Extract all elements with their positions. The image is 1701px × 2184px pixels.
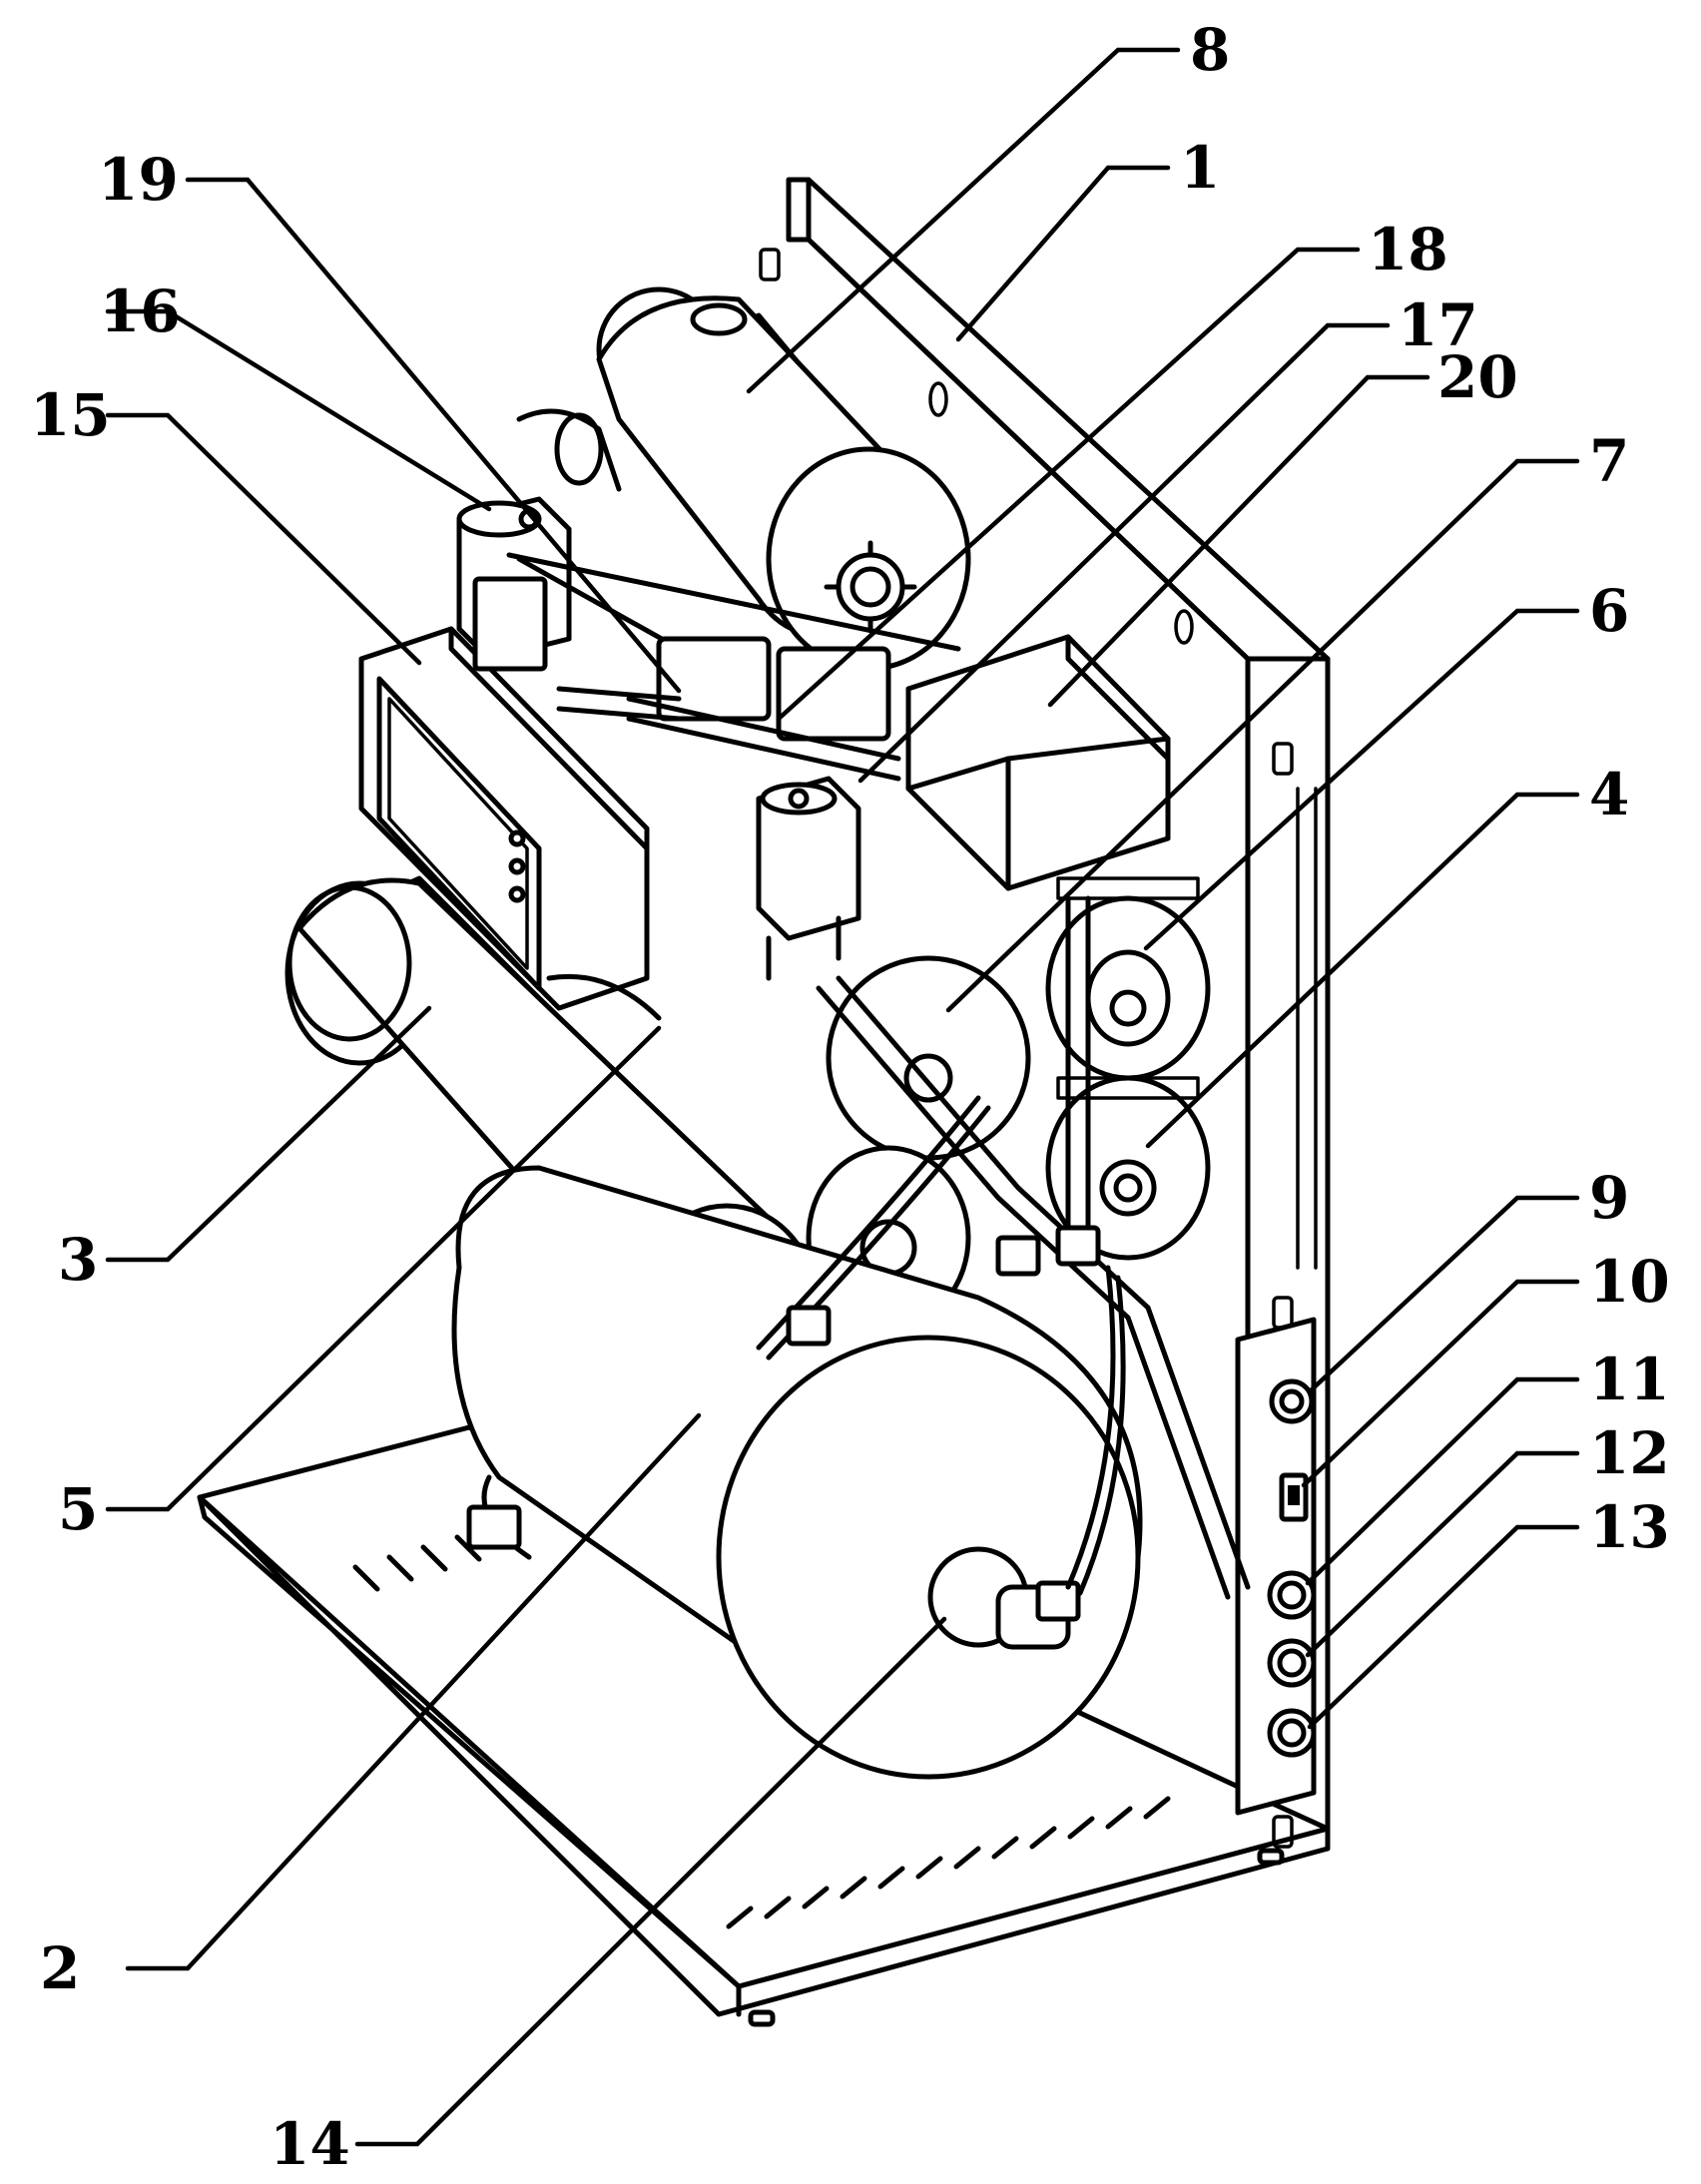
control-panel-strip <box>1235 1317 1317 1816</box>
callout-6: 6 <box>1589 577 1629 645</box>
leader-5 <box>105 1025 662 1512</box>
leader-3 <box>105 1005 432 1263</box>
leader-6 <box>1143 608 1580 951</box>
vent-slots-bottom <box>726 1796 1171 1929</box>
leader-10 <box>1301 1279 1580 1488</box>
tubing <box>556 686 1251 1600</box>
leader-11 <box>1305 1376 1580 1586</box>
leader-2 <box>125 1412 702 1971</box>
callout-1: 1 <box>1180 134 1220 202</box>
filter-cartridge-7 <box>826 955 1031 1161</box>
callout-4: 4 <box>1589 761 1629 828</box>
leader-4 <box>1145 792 1580 1149</box>
leader-15 <box>105 412 422 666</box>
callout-8: 8 <box>1190 16 1230 84</box>
leader-19 <box>185 177 682 694</box>
callout-10: 10 <box>1589 1248 1670 1316</box>
callout-3: 3 <box>58 1226 98 1294</box>
leader-7 <box>945 458 1580 1013</box>
callout-15: 15 <box>30 381 111 449</box>
callout-2: 2 <box>40 1934 80 2002</box>
callout-12: 12 <box>1589 1419 1670 1487</box>
leader-13 <box>1307 1524 1580 1730</box>
leader-8 <box>746 47 1181 394</box>
callout-19: 19 <box>98 146 179 214</box>
filter-cartridge-6 <box>1045 895 1211 1081</box>
valve-cluster-center <box>626 636 901 782</box>
callout-11: 11 <box>1589 1346 1670 1413</box>
callout-14: 14 <box>270 2110 350 2178</box>
callout-16: 16 <box>100 277 181 345</box>
callout-labels: 1 2 3 4 5 6 7 8 9 10 11 12 13 14 15 16 1… <box>30 16 1670 2178</box>
leader-16 <box>105 308 492 512</box>
callout-7: 7 <box>1589 427 1629 495</box>
back-panel <box>759 177 1331 1849</box>
leader-1 <box>955 165 1171 342</box>
leader-9 <box>1307 1195 1580 1394</box>
leader-14 <box>354 1616 947 2147</box>
callout-13: 13 <box>1589 1493 1670 1561</box>
vent-slots-left <box>352 1534 482 1592</box>
transformer-box <box>905 634 1171 891</box>
callout-17: 17 <box>1398 291 1478 359</box>
leader-20 <box>1047 374 1430 708</box>
filter-bracket <box>1056 876 1200 1261</box>
leader-18 <box>776 247 1361 722</box>
leader-12 <box>1305 1450 1580 1658</box>
leader-lines <box>105 47 1580 2147</box>
callout-9: 9 <box>1589 1164 1629 1232</box>
pressure-tank <box>451 1165 1143 1780</box>
motor-cylinder <box>516 286 971 672</box>
controller-box <box>358 626 650 1011</box>
callout-20: 20 <box>1437 343 1518 411</box>
solenoid-valve-center <box>756 776 861 981</box>
callout-5: 5 <box>58 1475 98 1543</box>
leader-17 <box>857 322 1391 784</box>
callout-18: 18 <box>1368 216 1448 283</box>
